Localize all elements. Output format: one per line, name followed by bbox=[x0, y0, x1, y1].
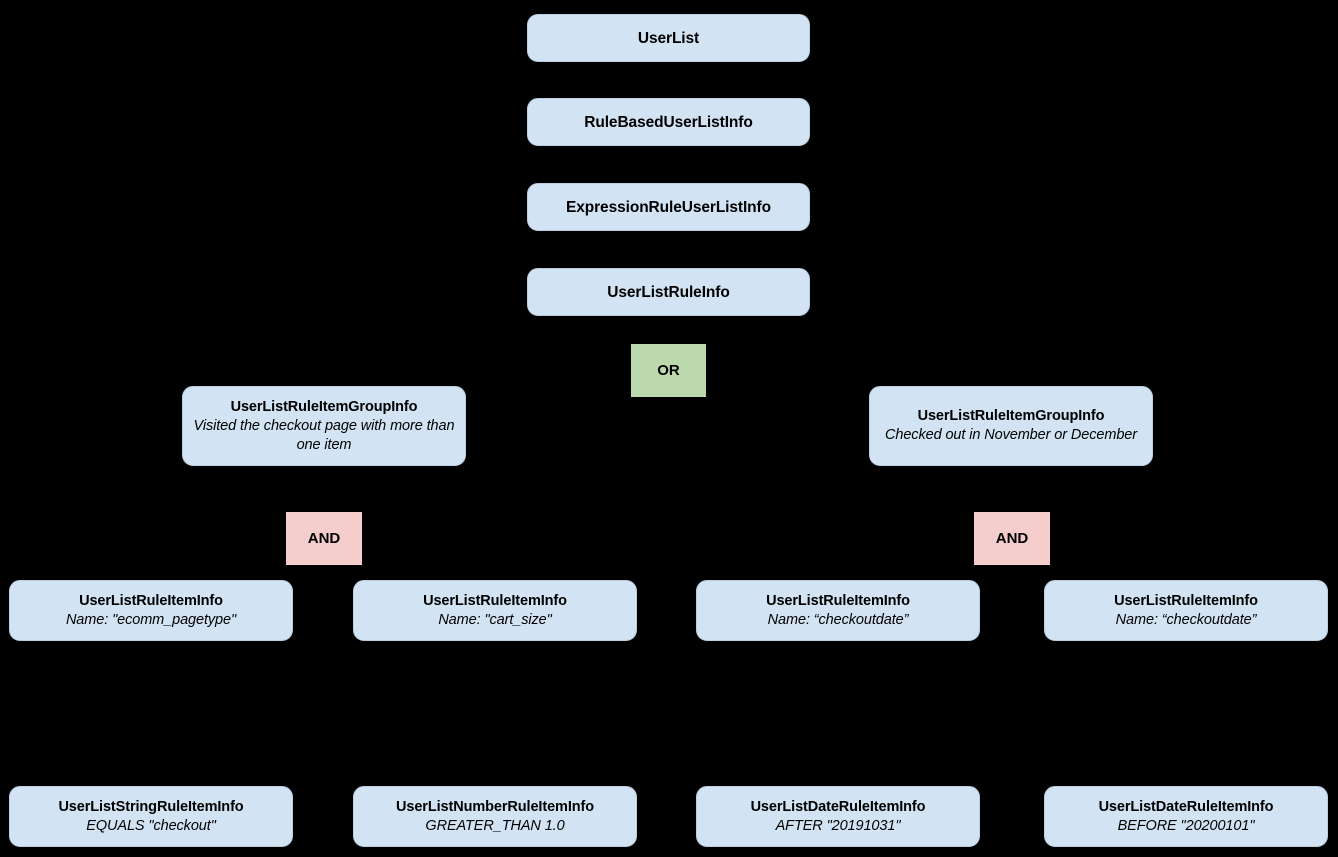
node-subtitle: EQUALS "checkout" bbox=[86, 817, 216, 834]
node-title: UserList bbox=[637, 29, 700, 47]
node-subtitle: Name: "cart_size" bbox=[438, 611, 552, 628]
node-subtitle: Name: “checkoutdate” bbox=[1115, 611, 1257, 628]
node-rule-item-group-right[interactable]: UserListRuleItemGroupInfo Checked out in… bbox=[869, 386, 1153, 466]
node-rule-item-group-left[interactable]: UserListRuleItemGroupInfo Visited the ch… bbox=[182, 386, 466, 466]
node-subtitle: Visited the checkout page with more than… bbox=[193, 417, 455, 453]
node-rule-item-cart-size[interactable]: UserListRuleItemInfo Name: "cart_size" bbox=[353, 580, 637, 641]
operator-label: AND bbox=[307, 529, 341, 547]
node-title: UserListRuleItemInfo bbox=[766, 592, 910, 609]
node-title: UserListStringRuleItemInfo bbox=[58, 798, 244, 815]
node-date-rule-item-info-before[interactable]: UserListDateRuleItemInfo BEFORE "2020010… bbox=[1044, 786, 1328, 847]
node-title: UserListRuleItemInfo bbox=[1114, 592, 1258, 609]
node-string-rule-item-info[interactable]: UserListStringRuleItemInfo EQUALS "check… bbox=[9, 786, 293, 847]
node-user-list-rule-info[interactable]: UserListRuleInfo bbox=[527, 268, 810, 316]
node-subtitle: AFTER "20191031" bbox=[775, 817, 901, 834]
node-title: UserListNumberRuleItemInfo bbox=[395, 798, 594, 815]
operator-and-left[interactable]: AND bbox=[286, 512, 362, 565]
node-title: UserListRuleInfo bbox=[607, 283, 730, 301]
node-rule-item-ecomm-pagetype[interactable]: UserListRuleItemInfo Name: "ecomm_pagety… bbox=[9, 580, 293, 641]
node-expression-rule-user-list-info[interactable]: ExpressionRuleUserListInfo bbox=[527, 183, 810, 231]
node-title: UserListRuleItemInfo bbox=[79, 592, 223, 609]
operator-label: AND bbox=[995, 529, 1029, 547]
operator-and-right[interactable]: AND bbox=[974, 512, 1050, 565]
node-user-list[interactable]: UserList bbox=[527, 14, 810, 62]
node-number-rule-item-info[interactable]: UserListNumberRuleItemInfo GREATER_THAN … bbox=[353, 786, 637, 847]
node-date-rule-item-info-after[interactable]: UserListDateRuleItemInfo AFTER "20191031… bbox=[696, 786, 980, 847]
node-title: RuleBasedUserListInfo bbox=[584, 113, 753, 131]
node-subtitle: Name: "ecomm_pagetype" bbox=[65, 611, 237, 628]
node-title: UserListRuleItemGroupInfo bbox=[917, 408, 1105, 424]
node-title: UserListDateRuleItemInfo bbox=[1098, 798, 1274, 815]
node-title: UserListRuleItemGroupInfo bbox=[230, 398, 418, 415]
node-rule-based-user-list-info[interactable]: RuleBasedUserListInfo bbox=[527, 98, 810, 146]
node-title: ExpressionRuleUserListInfo bbox=[566, 198, 771, 216]
operator-or[interactable]: OR bbox=[631, 344, 706, 397]
node-rule-item-checkoutdate-before[interactable]: UserListRuleItemInfo Name: “checkoutdate… bbox=[1044, 580, 1328, 641]
node-subtitle: BEFORE "20200101" bbox=[1117, 817, 1255, 834]
node-rule-item-checkoutdate-after[interactable]: UserListRuleItemInfo Name: “checkoutdate… bbox=[696, 580, 980, 641]
node-subtitle: GREATER_THAN 1.0 bbox=[425, 817, 565, 834]
node-title: UserListDateRuleItemInfo bbox=[750, 798, 926, 815]
node-subtitle: Name: “checkoutdate” bbox=[767, 611, 909, 628]
operator-label: OR bbox=[657, 361, 680, 379]
node-subtitle: Checked out in November or December bbox=[885, 427, 1137, 443]
node-title: UserListRuleItemInfo bbox=[423, 592, 567, 609]
